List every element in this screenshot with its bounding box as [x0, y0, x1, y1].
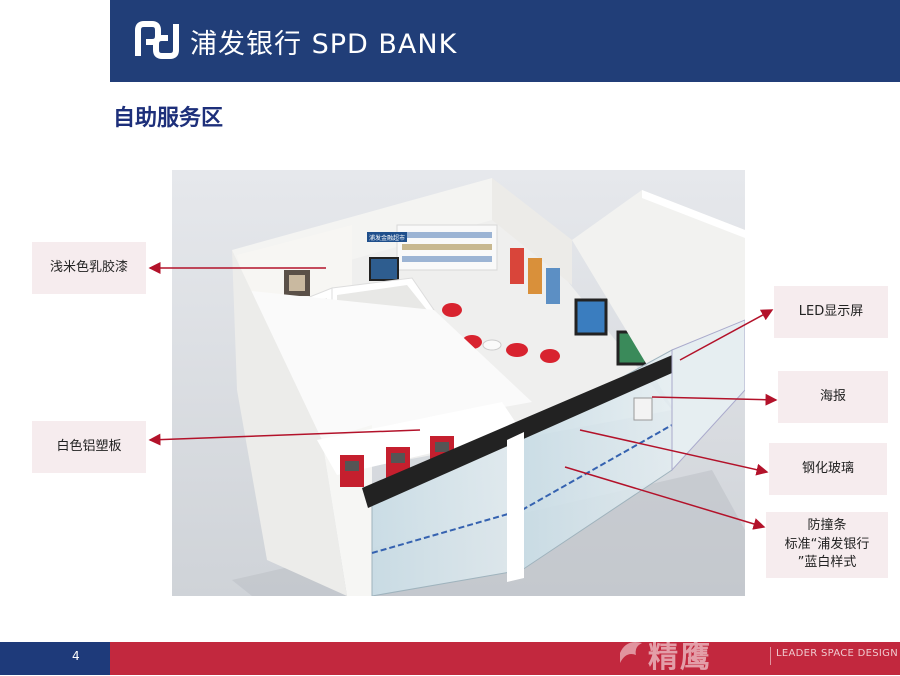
- callout-paint: 浅米色乳胶漆: [32, 242, 146, 294]
- footer-band: [110, 642, 900, 675]
- callout-tempered-glass: 钢化玻璃: [769, 443, 887, 495]
- watermark-design: LEADER SPACE DESIGN: [776, 648, 899, 659]
- footer-left-band: [0, 642, 110, 675]
- render-image: 浦发金融超市: [172, 170, 745, 596]
- callout-aluminum-panel: 白色铝塑板: [32, 421, 146, 473]
- callout-bumper-strip: 防撞条 标准“浦发银行 ”蓝白样式: [766, 512, 888, 578]
- callout-poster: 海报: [778, 371, 888, 423]
- watermark-divider: [770, 647, 771, 665]
- render-sign-text: 浦发金融超市: [369, 234, 405, 242]
- callout-bumper-line2: 标准“浦发银行: [784, 536, 870, 552]
- header-band: 浦发银行 SPD BANK: [110, 0, 900, 82]
- bank-name: 浦发银行 SPD BANK: [190, 29, 458, 60]
- callout-bumper-line1: 防撞条: [807, 517, 847, 533]
- callout-bumper-line3: ”蓝白样式: [797, 555, 857, 571]
- section-title: 自助服务区: [113, 106, 224, 131]
- page-number: 4: [72, 649, 80, 663]
- watermark-logo-icon: [620, 642, 642, 663]
- watermark-text: 精鹰: [648, 640, 712, 675]
- callout-led-screen: LED显示屏: [774, 286, 888, 338]
- spd-logo-icon: [135, 21, 179, 59]
